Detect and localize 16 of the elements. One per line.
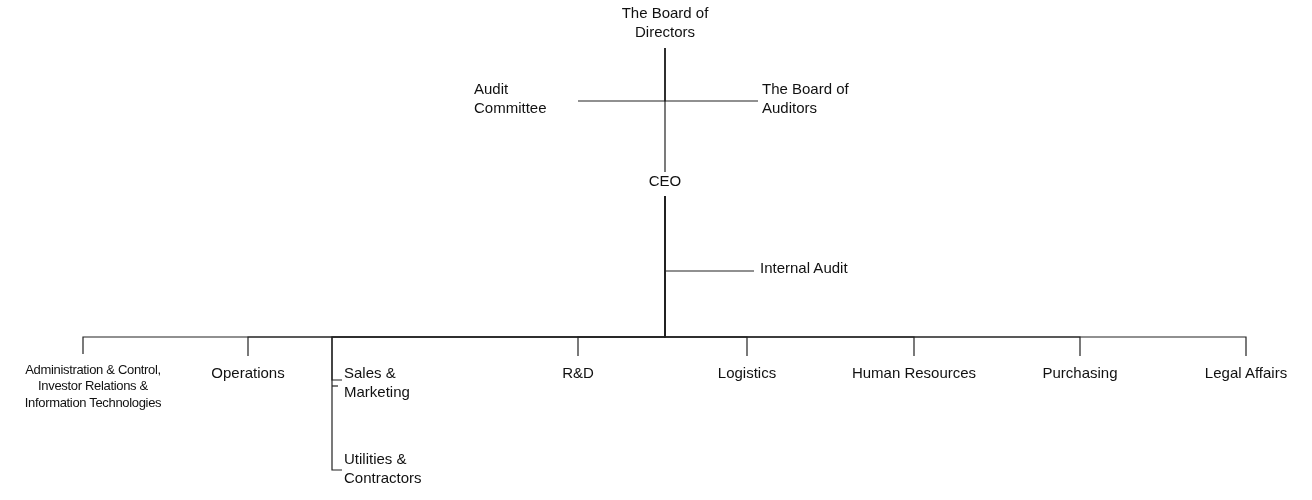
org-unit-label: Purchasing (1035, 364, 1125, 388)
org-unit-label: Sales & Marketing (344, 364, 434, 408)
org-unit-label: Operations (203, 364, 293, 388)
org-unit-label: Administration & Control, Investor Relations & Information Technologies (18, 362, 168, 452)
org-unit-label: The Board of Directors (600, 4, 730, 48)
org-unit-label: Human Resources (849, 364, 979, 388)
org-unit-label: The Board of Auditors (762, 80, 882, 124)
org-unit-label: Utilities & Contractors (344, 450, 444, 494)
org-unit-label: R&D (548, 364, 608, 388)
org-unit-label: Audit Committee (474, 80, 574, 124)
org-unit-label: Internal Audit (760, 259, 880, 283)
org-unit-label: Legal Affairs (1196, 364, 1296, 388)
connector-line (664, 47, 759, 102)
org-unit-label: Logistics (702, 364, 792, 388)
connector-line (664, 195, 1247, 357)
org-unit-label: CEO (645, 172, 685, 196)
